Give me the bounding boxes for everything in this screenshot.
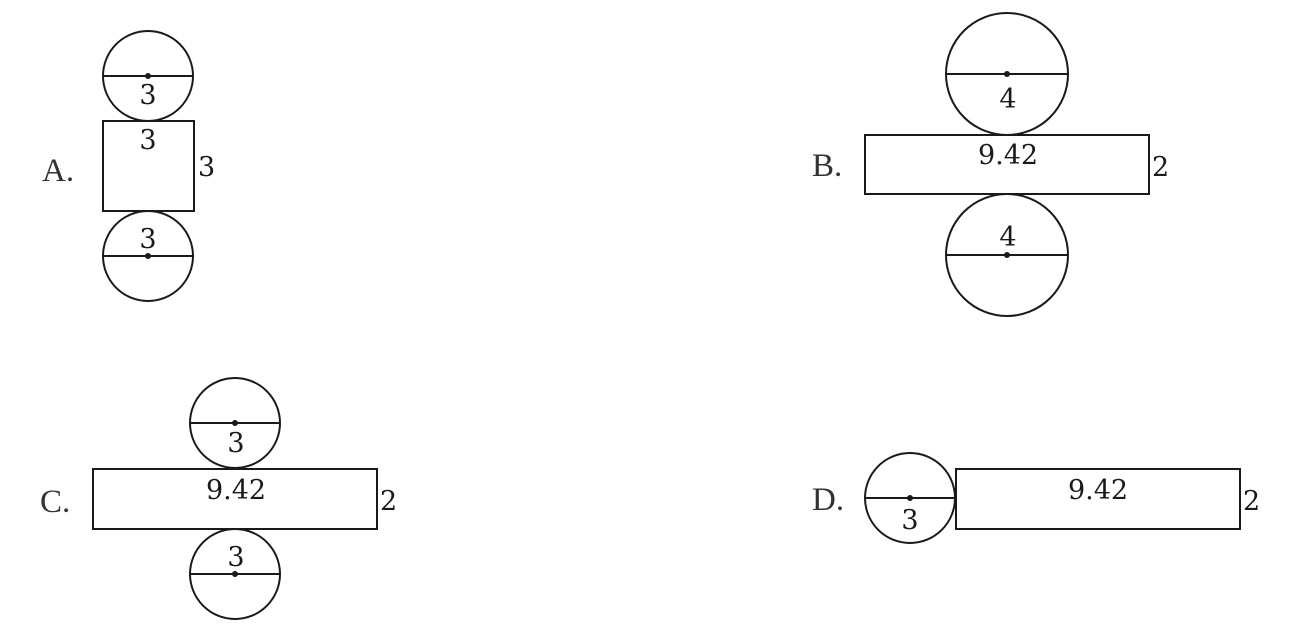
option-d-lateral-rect: [955, 468, 1241, 530]
option-b: B. 4 9.42 2 4: [812, 12, 1169, 317]
option-b-top-center: [1004, 71, 1010, 77]
option-c-side-label: 2: [380, 486, 397, 517]
option-a-letter: A.: [42, 153, 74, 189]
option-b-bottom-center: [1004, 252, 1010, 258]
option-c-bottom-center: [232, 571, 238, 577]
option-a-bottom-center: [145, 253, 151, 259]
option-d-circle-label: 3: [901, 505, 918, 536]
option-b-side-label: 2: [1152, 152, 1169, 183]
option-a-top-circle-label: 3: [139, 80, 156, 111]
option-a-top-center: [145, 73, 151, 79]
option-a-rect-label: 3: [139, 125, 156, 156]
option-d-rect-label: 9.42: [1068, 475, 1128, 506]
option-a: A. 3 3 3 3: [42, 30, 215, 302]
option-b-letter: B.: [812, 148, 842, 184]
option-a-side-label: 3: [198, 152, 215, 183]
option-c-letter: C.: [40, 484, 70, 520]
option-c-bottom-circle-label: 3: [227, 542, 244, 573]
option-c: C. 3 9.42 2 3: [40, 377, 397, 620]
option-c-top-center: [232, 420, 238, 426]
option-c-rect-label: 9.42: [206, 475, 266, 506]
option-b-rect-label: 9.42: [978, 140, 1038, 171]
option-d-side-label: 2: [1243, 486, 1260, 517]
option-d: D. 3 9.42 2: [812, 452, 1260, 544]
option-b-bottom-circle-label: 4: [999, 222, 1016, 253]
option-a-bottom-circle-label: 3: [139, 224, 156, 255]
option-c-top-circle-label: 3: [227, 428, 244, 459]
option-d-letter: D.: [812, 482, 844, 518]
option-d-center: [907, 495, 913, 501]
option-b-top-circle-label: 4: [999, 84, 1016, 115]
